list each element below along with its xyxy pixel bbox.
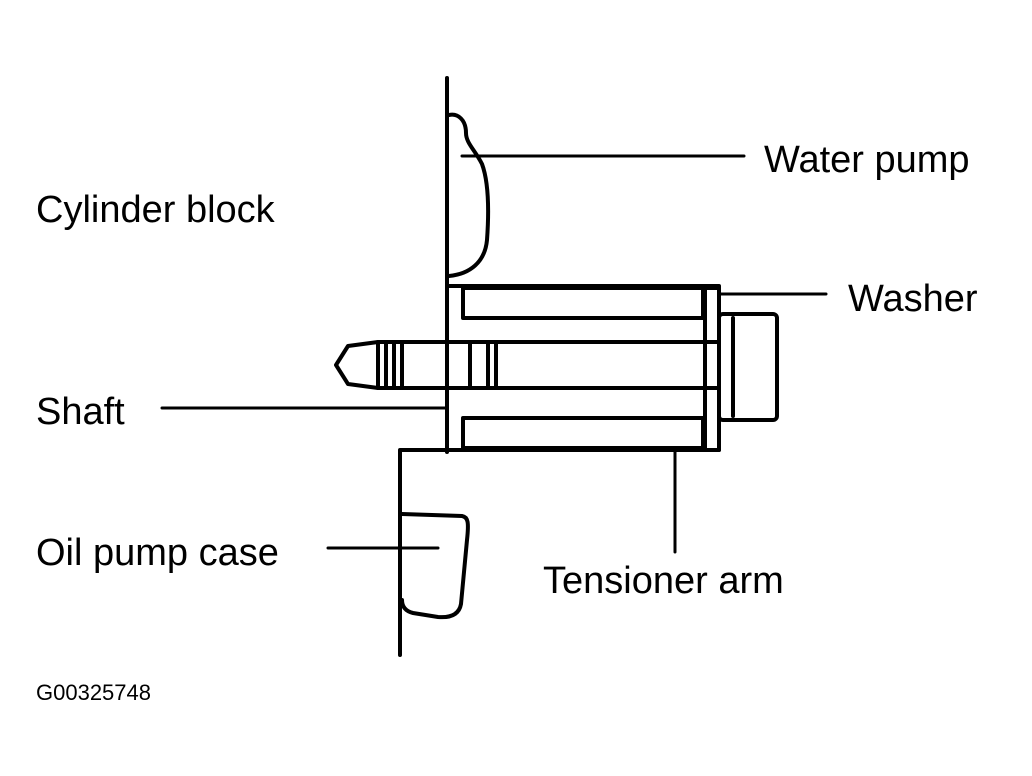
label-cylinder-block: Cylinder block [36, 189, 276, 231]
label-tensioner-arm: Tensioner arm [543, 560, 784, 602]
label-washer: Washer [848, 278, 978, 320]
figure-id: G00325748 [36, 680, 151, 705]
washer [703, 286, 721, 452]
water-pump-outline [447, 112, 491, 278]
label-oil-pump-case: Oil pump case [36, 532, 279, 574]
tensioner-arm-bushing-top [461, 286, 705, 320]
shaft-tip [334, 340, 380, 390]
shaft-body [376, 340, 721, 390]
label-shaft: Shaft [36, 391, 125, 433]
label-water-pump: Water pump [764, 139, 970, 181]
tensioner-arm-bushing-bottom [461, 416, 705, 450]
oil-pump-case-outline [398, 448, 449, 657]
bolt-head [717, 312, 779, 422]
oil-pump-case-inner [400, 512, 470, 620]
